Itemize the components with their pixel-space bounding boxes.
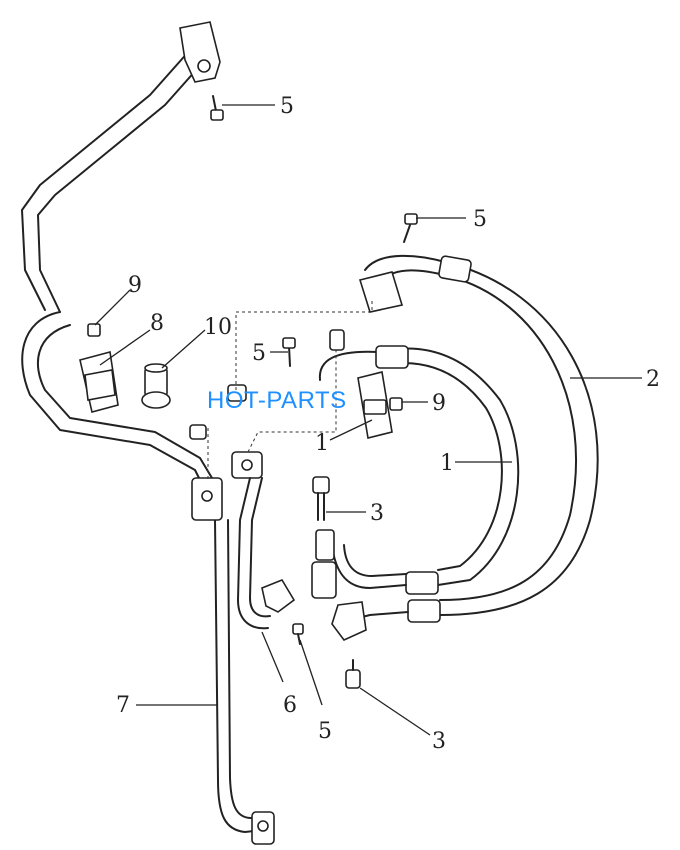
callout-2: 2 [646, 367, 660, 392]
callout-5-mid: 5 [252, 341, 266, 366]
pressure-switch-10 [141, 363, 171, 409]
fittings-center [189, 329, 345, 440]
callout-5-top-right: 5 [473, 207, 487, 232]
callout-9-right: 9 [432, 391, 446, 416]
leader-lines [94, 104, 642, 736]
clamp-1 [357, 371, 393, 439]
callout-7: 7 [116, 693, 130, 718]
callout-9-left: 9 [128, 273, 142, 298]
callouts: 5 5 9 8 10 5 2 9 1 1 3 6 5 3 7 [116, 94, 660, 754]
callout-3-upper: 3 [370, 501, 384, 526]
hose-1 [311, 345, 520, 599]
callout-1-hose: 1 [440, 451, 454, 476]
callout-1-clamp: 1 [315, 431, 329, 456]
assembly-dash-lines [207, 300, 373, 480]
callout-5-lower: 5 [318, 719, 332, 744]
hose-2 [331, 254, 599, 641]
pipe-6 [231, 451, 296, 630]
callout-3-lower: 3 [432, 729, 446, 754]
callout-6: 6 [283, 693, 297, 718]
bolt-5-mid [282, 337, 296, 367]
clamp-8 [79, 350, 119, 413]
pipe-7 [21, 21, 275, 845]
bolt-5-lower [292, 623, 304, 645]
nut-9-right [389, 397, 403, 411]
callout-5-top: 5 [280, 94, 294, 119]
callout-10: 10 [204, 315, 232, 340]
bolt-3-upper [312, 476, 330, 521]
bolt-3-lower [345, 659, 361, 689]
bolt-top [210, 95, 224, 121]
watermark-text: HOT-PARTS [207, 387, 347, 414]
callout-8: 8 [150, 311, 164, 336]
nut-9-left [87, 323, 101, 337]
bolt-5-top-right [403, 213, 418, 243]
